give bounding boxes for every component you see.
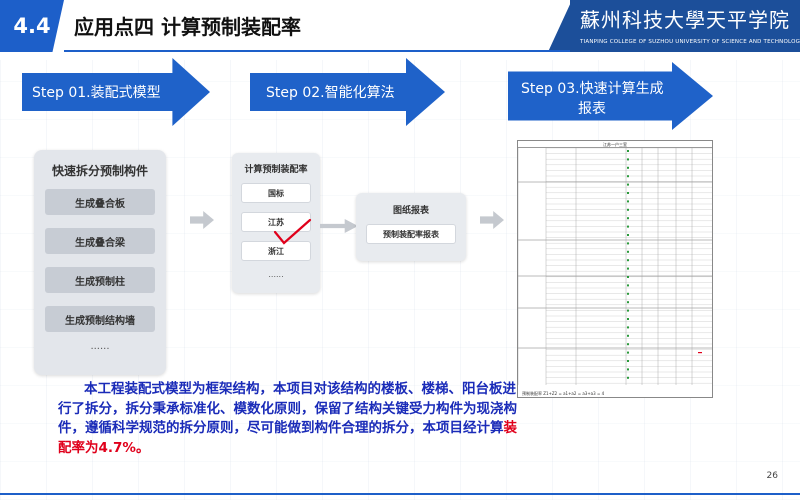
- slide-title: 应用点四 计算预制装配率: [74, 15, 301, 39]
- project-description: 本工程装配式模型为框架结构，本项目对该结构的楼板、楼梯、阳台板进行了拆分，拆分秉…: [58, 380, 518, 458]
- checkmark-icon: [273, 218, 312, 245]
- split-panel-title: 快速拆分预制构件: [51, 164, 148, 178]
- generate-composite-beam-button[interactable]: 生成叠合梁: [45, 228, 155, 254]
- page-number: 26: [766, 471, 778, 481]
- sheet-total-row: 预制装配率 Z1+Z2 = a1+a2 = a3+a3 = 4: [522, 390, 605, 396]
- slide-header: 4.4 应用点四 计算预制装配率 蘇州科技大學天平学院 TIANPING COL…: [0, 0, 800, 52]
- description-text: 本工程装配式模型为框架结构，本项目对该结构的楼板、楼梯、阳台板进行了拆分，拆分秉…: [58, 381, 517, 436]
- more-standards-ellipsis: ......: [268, 270, 284, 279]
- calc-panel-title: 计算预制装配率: [244, 165, 308, 175]
- generate-precast-wall-button[interactable]: 生成预制结构墙: [45, 306, 155, 332]
- step-1-label: Step 01.装配式模型: [32, 85, 161, 101]
- report-panel-title: 图纸报表: [392, 206, 429, 216]
- more-options-ellipsis: ......: [90, 341, 110, 352]
- logo-english-name: TIANPING COLLEGE OF SUZHOU UNIVERSITY OF…: [580, 39, 800, 45]
- step-3-label-line2: 报表: [578, 101, 606, 117]
- precast-ratio-report-button[interactable]: 预制装配率报表: [366, 224, 456, 244]
- footer-divider: [0, 493, 800, 495]
- split-components-panel: 快速拆分预制构件 生成叠合板 生成叠合梁 生成预制柱 生成预制结构墙 .....…: [34, 150, 166, 375]
- drawing-report-panel: 图纸报表 预制装配率报表: [356, 193, 466, 261]
- step-2-label: Step 02.智能化算法: [266, 85, 395, 101]
- section-number: 4.4: [0, 0, 64, 52]
- generate-precast-column-button[interactable]: 生成预制柱: [45, 267, 155, 293]
- ratio-report-spreadsheet: 江苏一户三室 预制装配率 Z1+Z2 = a1+a2 = a3+a3 = 4: [517, 140, 713, 398]
- sheet-grid: 预制装配率 Z1+Z2 = a1+a2 = a3+a3 = 4: [518, 148, 712, 396]
- header-divider: [64, 50, 570, 52]
- sheet-title: 江苏一户三室: [518, 141, 712, 148]
- description-highlight: 装配率为4.7%。: [58, 420, 517, 456]
- college-logo: 蘇州科技大學天平学院 TIANPING COLLEGE OF SUZHOU UN…: [570, 0, 800, 52]
- standard-zhejiang-option[interactable]: 浙江: [241, 241, 311, 261]
- step-3-arrow: Step 03.快速计算生成 报表: [508, 62, 713, 130]
- logo-chinese-name: 蘇州科技大學天平学院: [580, 8, 790, 32]
- generate-composite-slab-button[interactable]: 生成叠合板: [45, 189, 155, 215]
- step-3-label-line1: Step 03.快速计算生成: [521, 81, 664, 97]
- standard-national-option[interactable]: 国标: [241, 183, 311, 203]
